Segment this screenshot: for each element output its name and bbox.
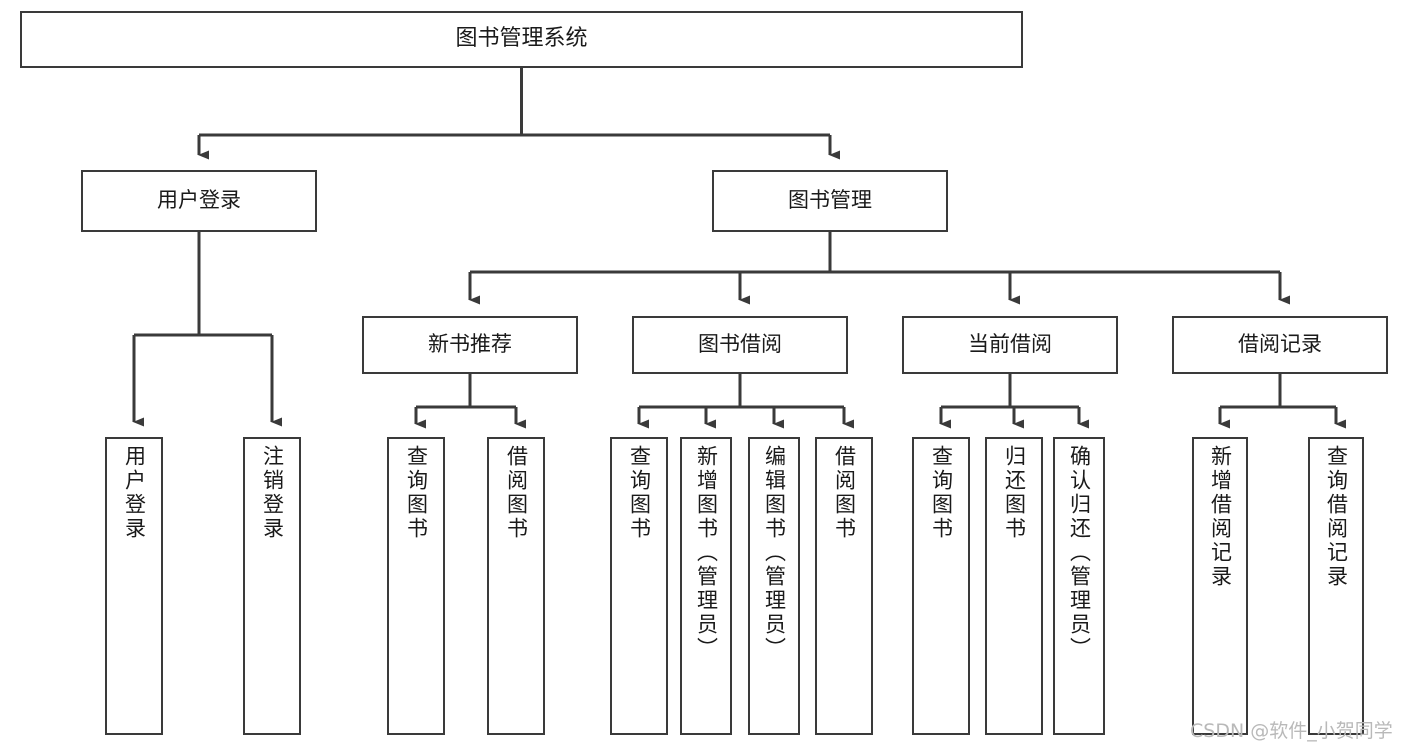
- node-current-borrow-label: 当前借阅: [968, 332, 1052, 357]
- node-borrow-record[interactable]: 借阅记录: [1172, 316, 1388, 374]
- node-current-borrow[interactable]: 当前借阅: [902, 316, 1118, 374]
- leaf-borrow-book-bb[interactable]: 借阅图书: [815, 437, 873, 735]
- node-book-management[interactable]: 图书管理: [712, 170, 948, 232]
- node-new-book-recommend-label: 新书推荐: [428, 332, 512, 357]
- leaf-return-book-label: 归还图书: [1002, 445, 1027, 541]
- node-book-borrow[interactable]: 图书借阅: [632, 316, 848, 374]
- leaf-borrow-book-bb-label: 借阅图书: [832, 445, 857, 541]
- node-new-book-recommend[interactable]: 新书推荐: [362, 316, 578, 374]
- leaf-query-book-cb[interactable]: 查询图书: [912, 437, 970, 735]
- leaf-borrow-book-nb-label: 借阅图书: [504, 445, 529, 541]
- node-root[interactable]: 图书管理系统: [20, 11, 1023, 68]
- leaf-confirm-return-admin-label: 确认归还（管理员）: [1067, 445, 1092, 661]
- leaf-query-book-bb-label: 查询图书: [627, 445, 652, 541]
- leaf-add-borrow-record[interactable]: 新增借阅记录: [1192, 437, 1248, 735]
- leaf-query-borrow-record-label: 查询借阅记录: [1324, 445, 1349, 589]
- leaf-query-book-nb-label: 查询图书: [404, 445, 429, 541]
- leaf-edit-book-admin-label: 编辑图书（管理员）: [762, 445, 787, 661]
- leaf-borrow-book-nb[interactable]: 借阅图书: [487, 437, 545, 735]
- leaf-edit-book-admin[interactable]: 编辑图书（管理员）: [748, 437, 800, 735]
- leaf-add-borrow-record-label: 新增借阅记录: [1208, 445, 1233, 589]
- leaf-logout[interactable]: 注销登录: [243, 437, 301, 735]
- node-book-borrow-label: 图书借阅: [698, 332, 782, 357]
- leaf-query-book-bb[interactable]: 查询图书: [610, 437, 668, 735]
- leaf-add-book-admin-label: 新增图书（管理员）: [694, 445, 719, 661]
- leaf-query-borrow-record[interactable]: 查询借阅记录: [1308, 437, 1364, 735]
- node-user-login-label: 用户登录: [157, 188, 241, 213]
- leaf-user-login[interactable]: 用户登录: [105, 437, 163, 735]
- leaf-user-login-label: 用户登录: [122, 445, 147, 541]
- leaf-query-book-nb[interactable]: 查询图书: [387, 437, 445, 735]
- leaf-return-book[interactable]: 归还图书: [985, 437, 1043, 735]
- leaf-confirm-return-admin[interactable]: 确认归还（管理员）: [1053, 437, 1105, 735]
- watermark-text: CSDN @软件_小贺同学: [1190, 720, 1393, 742]
- node-book-management-label: 图书管理: [788, 188, 872, 213]
- leaf-add-book-admin[interactable]: 新增图书（管理员）: [680, 437, 732, 735]
- node-borrow-record-label: 借阅记录: [1238, 332, 1322, 357]
- leaf-logout-label: 注销登录: [260, 445, 285, 541]
- leaf-query-book-cb-label: 查询图书: [929, 445, 954, 541]
- node-root-label: 图书管理系统: [455, 26, 588, 52]
- node-user-login[interactable]: 用户登录: [81, 170, 317, 232]
